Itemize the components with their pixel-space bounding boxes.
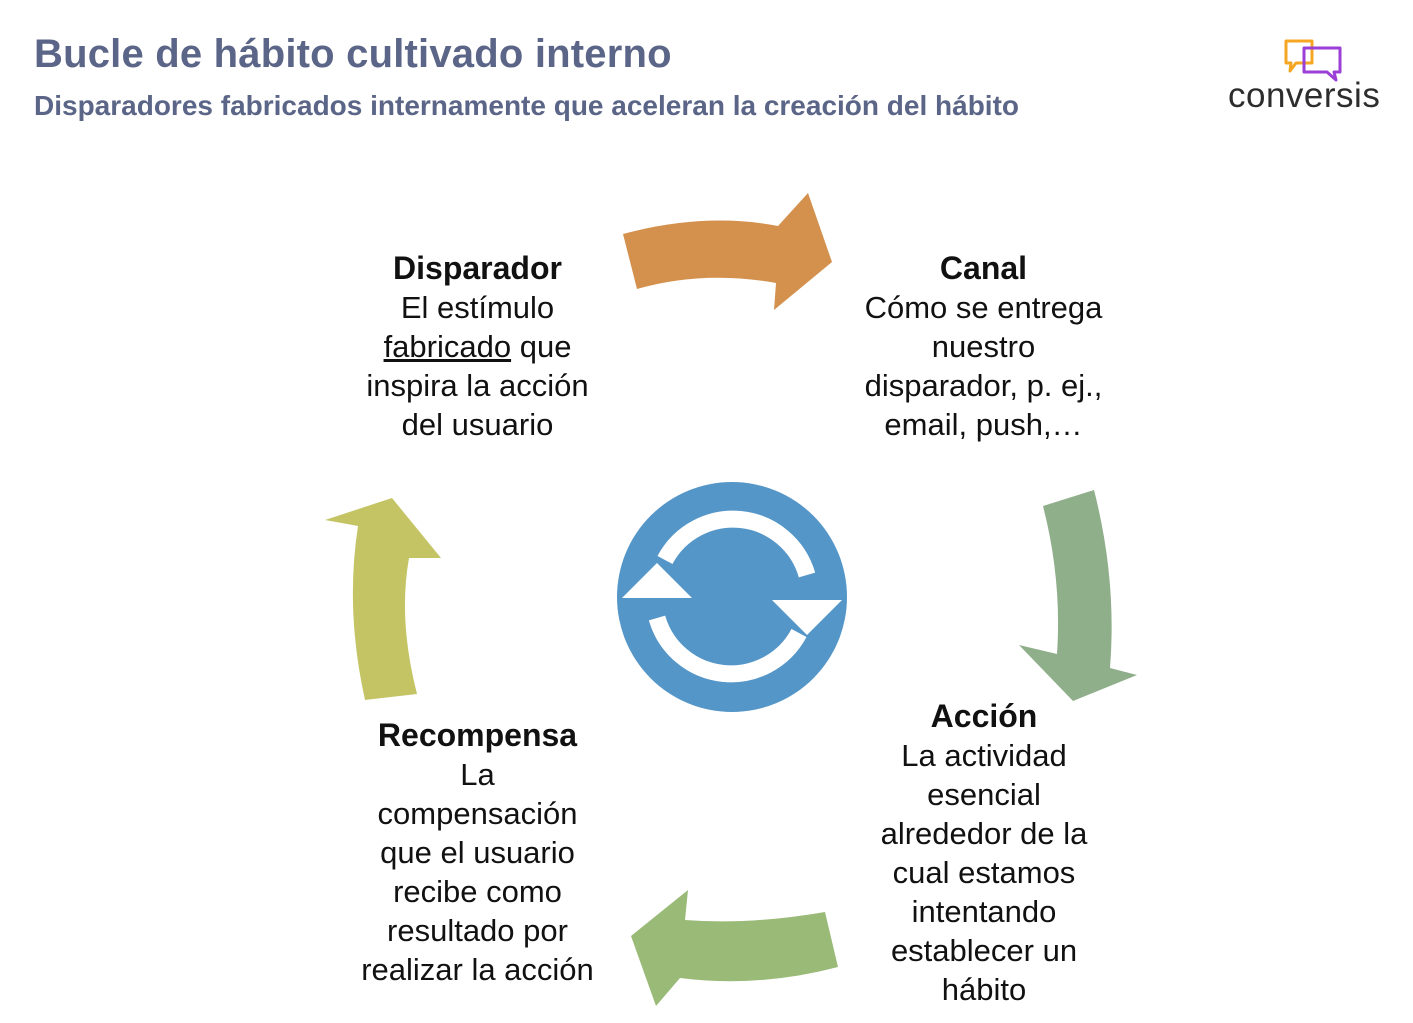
node-trigger-line: El estímulo bbox=[400, 290, 555, 325]
arrow-reward-to-trigger bbox=[325, 498, 441, 700]
node-reward: Recompensa La compensación que el usuari… bbox=[325, 716, 630, 989]
node-trigger: Disparador El estímulo fabricado que ins… bbox=[330, 249, 625, 444]
node-reward-line: La bbox=[460, 757, 495, 792]
node-channel-line: email, push,… bbox=[884, 407, 1083, 442]
node-trigger-line: inspira la acción bbox=[366, 368, 589, 403]
node-action-line: establecer un bbox=[890, 933, 1078, 968]
node-trigger-label: Disparador bbox=[393, 250, 562, 286]
arrow-trigger-to-channel bbox=[623, 193, 832, 310]
node-action-line: alrededor de la bbox=[880, 816, 1088, 851]
refresh-cycle-icon bbox=[617, 482, 847, 712]
node-reward-line: que el usuario bbox=[380, 835, 575, 870]
node-trigger-line-rest: que bbox=[511, 329, 572, 364]
node-action-line: intentando bbox=[911, 894, 1057, 929]
node-trigger-line: fabricado que bbox=[330, 327, 625, 366]
node-trigger-line: del usuario bbox=[401, 407, 554, 442]
node-action-line: esencial bbox=[927, 777, 1041, 812]
node-channel: Canal Cómo se entrega nuestro disparador… bbox=[832, 249, 1135, 444]
speech-bubbles-icon bbox=[1284, 39, 1342, 82]
node-action-line: La actividad bbox=[901, 738, 1067, 773]
node-reward-label: Recompensa bbox=[377, 717, 578, 753]
node-reward-line: resultado por bbox=[387, 913, 568, 948]
node-action-label: Acción bbox=[930, 698, 1038, 734]
node-reward-line: recibe como bbox=[393, 874, 562, 909]
page-title: Bucle de hábito cultivado interno bbox=[34, 32, 672, 76]
logo-text: conversis bbox=[1228, 76, 1381, 115]
arrow-action-to-reward bbox=[631, 890, 838, 1006]
page-subtitle: Disparadores fabricados internamente que… bbox=[34, 90, 1020, 121]
node-action: Acción La actividad esencial alrededor d… bbox=[838, 697, 1130, 1009]
arrow-channel-to-action bbox=[1019, 490, 1137, 701]
node-reward-line: compensación bbox=[377, 796, 578, 831]
node-action-line: hábito bbox=[941, 972, 1027, 1007]
underlined-word: fabricado bbox=[383, 329, 512, 364]
node-reward-line: realizar la acción bbox=[361, 952, 594, 987]
conversis-logo: conversis bbox=[1228, 38, 1403, 118]
node-channel-line: nuestro bbox=[931, 329, 1036, 364]
node-channel-line: Cómo se entrega bbox=[864, 290, 1103, 325]
node-channel-line: disparador, p. ej., bbox=[864, 368, 1103, 403]
node-channel-label: Canal bbox=[939, 250, 1028, 286]
node-action-line: cual estamos bbox=[892, 855, 1076, 890]
